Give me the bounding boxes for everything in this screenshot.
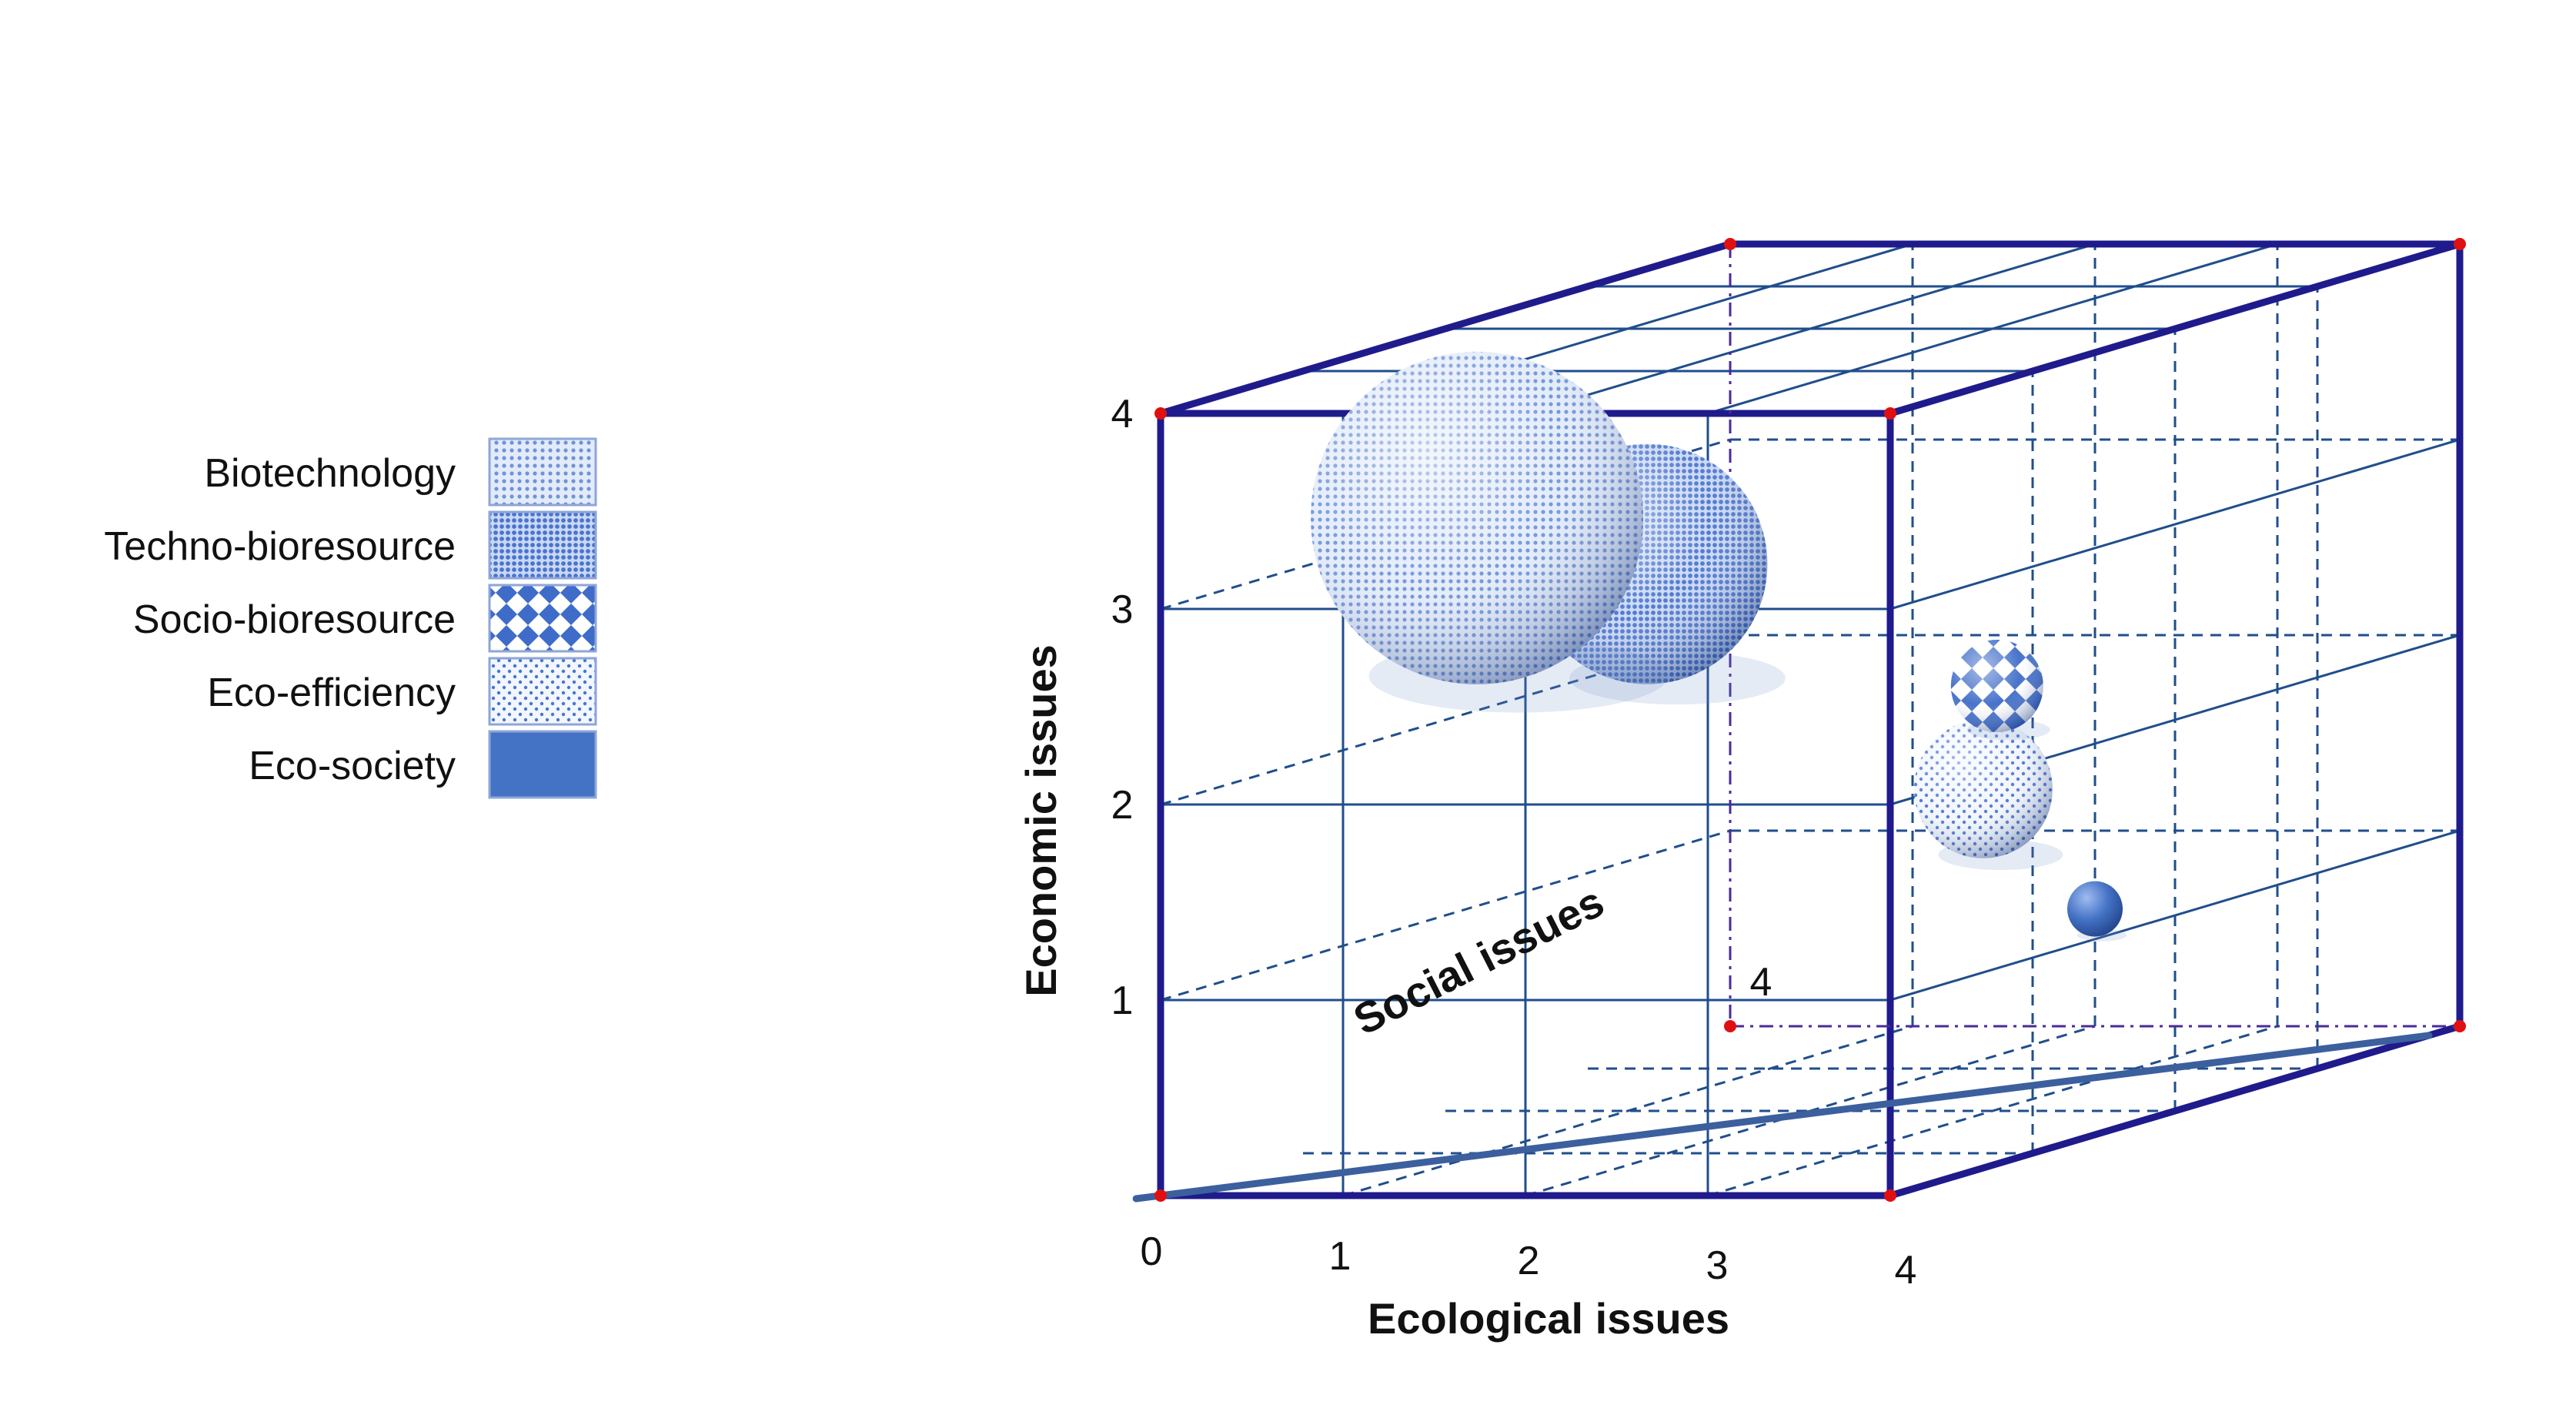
legend-item: Eco-society — [249, 730, 597, 799]
legend-item: Biotechnology — [204, 437, 597, 507]
left-wall-grid-depth — [1160, 634, 1731, 806]
legend-swatch — [488, 584, 597, 653]
legend-item: Techno-bioresource — [104, 510, 597, 580]
legend-label: Biotechnology — [204, 451, 456, 496]
corner-marker — [2454, 1020, 2466, 1032]
legend-swatch — [488, 657, 597, 726]
right-grid-depth — [1889, 438, 2461, 610]
corner-marker — [1724, 1020, 1736, 1032]
x-axis-title: Ecological issues — [1368, 1294, 1729, 1343]
corner-marker — [1154, 1189, 1167, 1202]
z-tick-label: 4 — [1750, 960, 1772, 1005]
corner-marker — [2454, 238, 2466, 250]
bubbles — [1311, 351, 2127, 942]
legend-item: Eco-efficiency — [207, 657, 597, 726]
corner-marker — [1884, 407, 1896, 420]
y-tick-label: 1 — [1111, 978, 1134, 1023]
corner-marker — [1884, 1189, 1896, 1202]
legend-label: Eco-society — [249, 744, 456, 788]
bubble-eco-society — [2067, 881, 2127, 942]
x-tick-label: 4 — [1895, 1248, 1917, 1293]
x-tick-label: 3 — [1706, 1243, 1729, 1288]
legend-swatch — [488, 437, 597, 507]
top-left-depth-edge — [1157, 240, 1734, 417]
y-tick-label: 4 — [1111, 392, 1134, 437]
legend-label: Techno-bioresource — [104, 524, 456, 569]
legend: BiotechnologyTechno-bioresourceSocio-bio… — [104, 437, 597, 799]
bubble-socio-bioresource — [1950, 640, 2050, 741]
floor-grid-depth — [1342, 1025, 1913, 1197]
y-axis-title: Economic issues — [1017, 644, 1065, 997]
corner-marker — [1724, 238, 1736, 250]
legend-label: Eco-efficiency — [207, 671, 456, 715]
corner-marker — [1154, 407, 1167, 420]
x-tick-label: 0 — [1141, 1229, 1163, 1274]
bubble-shading — [1913, 719, 2053, 858]
top-right-depth-edge — [1886, 240, 2464, 417]
bubble-shading — [1311, 351, 1643, 684]
legend-item: Socio-bioresource — [133, 584, 597, 653]
social-issues-axis-line — [1132, 1032, 2433, 1203]
x-tick-label: 1 — [1329, 1234, 1351, 1279]
legend-label: Socio-bioresource — [133, 597, 456, 642]
legend-swatch — [488, 730, 597, 799]
bottom-right-depth-edge — [1886, 1022, 2464, 1199]
z-axis-title: Social issues — [1346, 877, 1612, 1044]
y-tick-label: 2 — [1111, 783, 1134, 828]
legend-swatch — [488, 510, 597, 580]
left-wall-grid-depth — [1160, 829, 1731, 1002]
floor-grid-depth — [1707, 1025, 2278, 1197]
x-tick-label: 2 — [1518, 1239, 1540, 1283]
top-grid-depth — [1707, 243, 2278, 415]
cube-corner-markers — [1154, 238, 2466, 1202]
bubble-sphere — [2067, 881, 2123, 937]
tick-labels: 0 1 2 3 4 1 2 3 4 4 — [1111, 392, 1917, 1293]
bubble-eco-efficiency — [1913, 719, 2063, 871]
bubble-biotechnology — [1311, 351, 1669, 713]
bubble-shading — [1950, 640, 2043, 732]
y-tick-label: 3 — [1111, 587, 1134, 632]
